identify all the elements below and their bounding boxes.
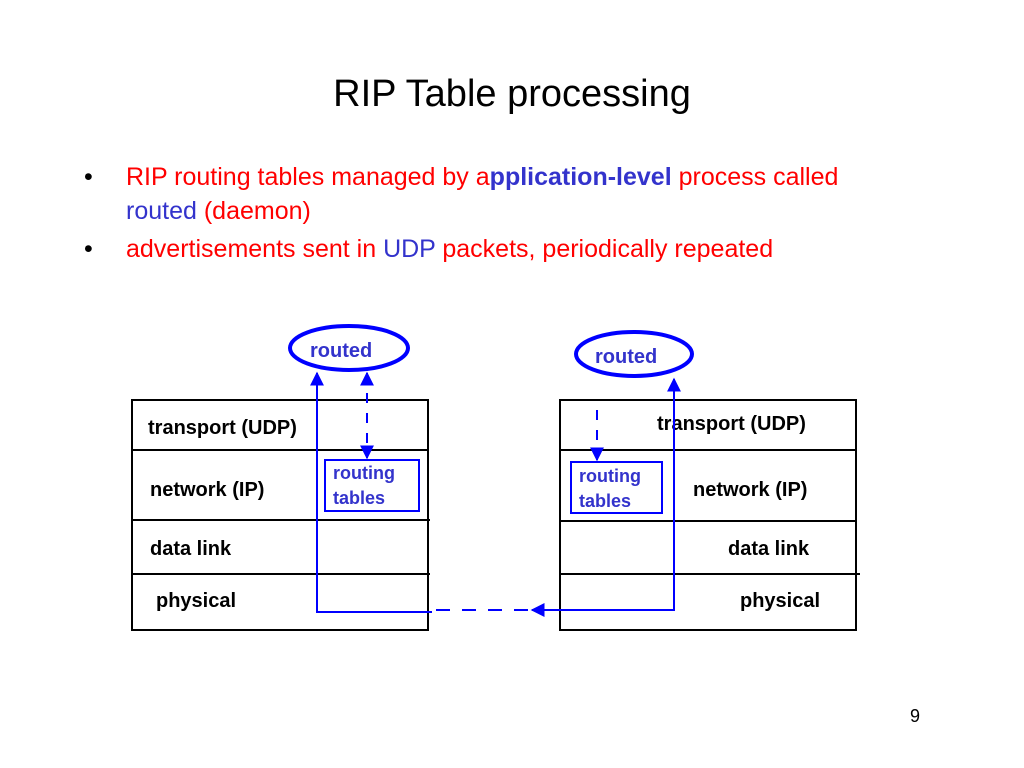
bullet-1-seg-3: pplication-level xyxy=(489,163,672,191)
bullet-1-seg-6: (daemon) xyxy=(196,197,311,225)
left-host-stack: transport (UDP) network (IP) data link p… xyxy=(131,324,432,631)
right-layer-network: network (IP) xyxy=(693,479,807,501)
left-routing-tables-line1: routing xyxy=(333,463,395,483)
page-number: 9 xyxy=(910,706,921,726)
right-layer-datalink: data link xyxy=(728,538,810,560)
bullet-item-2: • advertisements sent in UDP packets, pe… xyxy=(80,232,960,266)
left-routed-ellipse xyxy=(288,324,410,372)
bullet-item-1: • RIP routing tables managed by applicat… xyxy=(80,160,960,228)
right-routed-ellipse xyxy=(574,330,694,378)
slide-title: RIP Table processing xyxy=(333,73,691,115)
left-layer-physical: physical xyxy=(156,590,236,612)
bullet-1-seg-4: process called xyxy=(671,163,839,191)
left-layer-datalink: data link xyxy=(150,538,232,560)
right-layer-physical: physical xyxy=(740,590,820,612)
bullet-2-seg-3: packets, periodically repeated xyxy=(435,235,774,263)
right-routing-tables-line2: tables xyxy=(579,491,631,511)
right-solid-arrow xyxy=(530,377,681,617)
right-routed-label: routed xyxy=(595,346,657,368)
bullet-marker: • xyxy=(84,235,93,263)
right-routing-tables-line1: routing xyxy=(579,466,641,486)
right-layer-transport: transport (UDP) xyxy=(657,413,806,435)
left-layer-transport: transport (UDP) xyxy=(148,417,297,439)
left-routed-label: routed xyxy=(310,340,372,362)
left-routing-tables-box xyxy=(324,459,420,512)
bullet-2-seg-1: advertisements sent in xyxy=(126,235,384,263)
bullet-1-seg-2: a xyxy=(475,163,490,191)
bullet-list: • RIP routing tables managed by applicat… xyxy=(80,160,960,270)
left-routing-tables-line2: tables xyxy=(333,488,385,508)
left-solid-arrow xyxy=(310,371,432,613)
right-host-stack: transport (UDP) network (IP) data link p… xyxy=(530,330,860,631)
left-layer-network: network (IP) xyxy=(150,479,264,501)
bullet-2-seg-2: UDP xyxy=(383,235,436,263)
bullet-marker: • xyxy=(84,163,93,191)
left-stack-frame xyxy=(131,399,429,631)
bullet-1-seg-5: routed xyxy=(126,197,197,225)
bullet-1-seg-1: RIP routing tables managed by xyxy=(126,163,476,191)
